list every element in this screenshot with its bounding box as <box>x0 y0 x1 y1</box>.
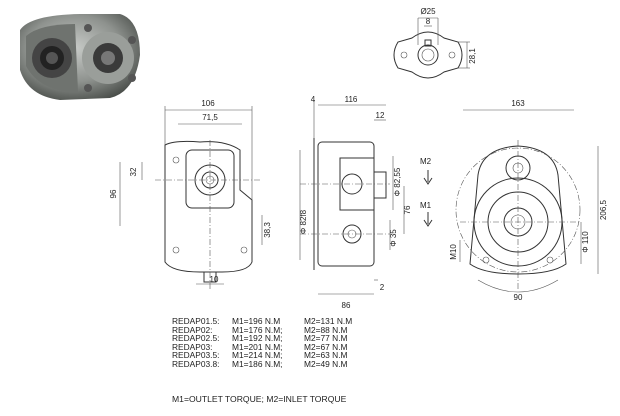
dim-shaft-28: 28,1 <box>468 48 477 64</box>
spec-row: REDAP03.5: M1=214 N.M; M2=63 N.M <box>172 351 374 360</box>
dim-side-82-55: Φ 82,55 <box>393 167 402 196</box>
spec-cell-m1: M1=176 N.M; <box>232 324 283 335</box>
dim-side-12: 12 <box>376 111 385 120</box>
dim-side-2: 2 <box>380 283 385 292</box>
spec-cell-model: REDAP02: <box>172 324 213 335</box>
spec-row: REDAP01.5: M1=196 N.M M2=131 N.M <box>172 317 374 326</box>
spec-cell-model: REDAP03: <box>172 341 213 352</box>
spec-cell-m1: M1=196 N.M <box>232 316 281 326</box>
dim-front-38: 38,3 <box>263 222 272 238</box>
front-view <box>119 106 263 290</box>
spec-row: REDAP02: M1=176 N.M; M2=88 N.M <box>172 324 374 335</box>
dim-front-10: 10 <box>210 275 219 284</box>
dim-rear-m10: M10 <box>449 244 458 260</box>
spec-cell-m1: M1=201 N.M; <box>232 341 283 352</box>
torque-legend: M1=OUTLET TORQUE; M2=INLET TORQUE <box>172 394 347 404</box>
dim-rear-206: 206,5 <box>599 199 608 220</box>
spec-cell-m2: M2=131 N.M <box>304 316 353 326</box>
gearbox-photo <box>20 14 140 100</box>
spec-cell-model: REDAP03.8: <box>172 358 220 369</box>
spec-cell-m2: M2=88 N.M <box>304 324 348 335</box>
spec-row: REDAP02.5: M1=192 N.M; M2=77 N.M <box>172 334 374 343</box>
dim-front-width: 106 <box>201 99 215 108</box>
dim-side-4: 4 <box>311 95 316 104</box>
dimension-labels: 106 71,5 32 96 38,3 10 4 116 12 Φ 82,55 … <box>109 7 608 310</box>
dim-rear-90: 90 <box>514 293 523 302</box>
spec-cell-m2: M2=67 N.M <box>304 341 348 352</box>
spec-cell-m1: M1=186 N.M; <box>232 358 283 369</box>
dim-shaft-8: 8 <box>426 17 431 26</box>
spec-cell-model: REDAP01.5: <box>172 316 220 326</box>
dim-rear-163: 163 <box>511 99 525 108</box>
dim-side-76: 76 <box>403 205 412 214</box>
shaft-end-view <box>393 17 470 79</box>
dim-side-82-18: Φ 82f8 <box>299 209 308 234</box>
rear-view <box>455 109 599 293</box>
spec-cell-m2: M2=63 N.M <box>304 350 348 361</box>
dim-side-86: 86 <box>342 301 351 310</box>
spec-cell-model: REDAP02.5: <box>172 333 220 344</box>
spec-cell-m2: M2=77 N.M <box>304 333 348 344</box>
torque-spec-table: REDAP01.5: M1=196 N.M M2=131 N.M REDAP02: M1… <box>172 317 374 369</box>
dim-side-116: 116 <box>345 95 358 104</box>
dim-front-96: 96 <box>109 189 118 198</box>
spec-cell-m1: M1=192 N.M; <box>232 333 283 344</box>
spec-cell-m1: M1=214 N.M; <box>232 350 283 361</box>
dim-rear-110: Φ 110 <box>581 231 590 253</box>
dim-shaft-25: Ø25 <box>420 7 436 16</box>
dim-front-inner: 71,5 <box>202 113 218 122</box>
torque-m2-label: M2 <box>420 157 432 166</box>
spec-row: REDAP03.8: M1=186 N.M; M2=49 N.M <box>172 360 374 369</box>
dim-front-32: 32 <box>129 167 138 176</box>
spec-cell-m2: M2=49 N.M <box>304 358 348 369</box>
side-view <box>299 100 433 295</box>
torque-m1-label: M1 <box>420 201 432 210</box>
spec-row: REDAP03: M1=201 N.M; M2=67 N.M <box>172 343 374 352</box>
dim-side-35: Φ 35 <box>389 229 398 247</box>
spec-cell-model: REDAP03.5: <box>172 350 220 361</box>
